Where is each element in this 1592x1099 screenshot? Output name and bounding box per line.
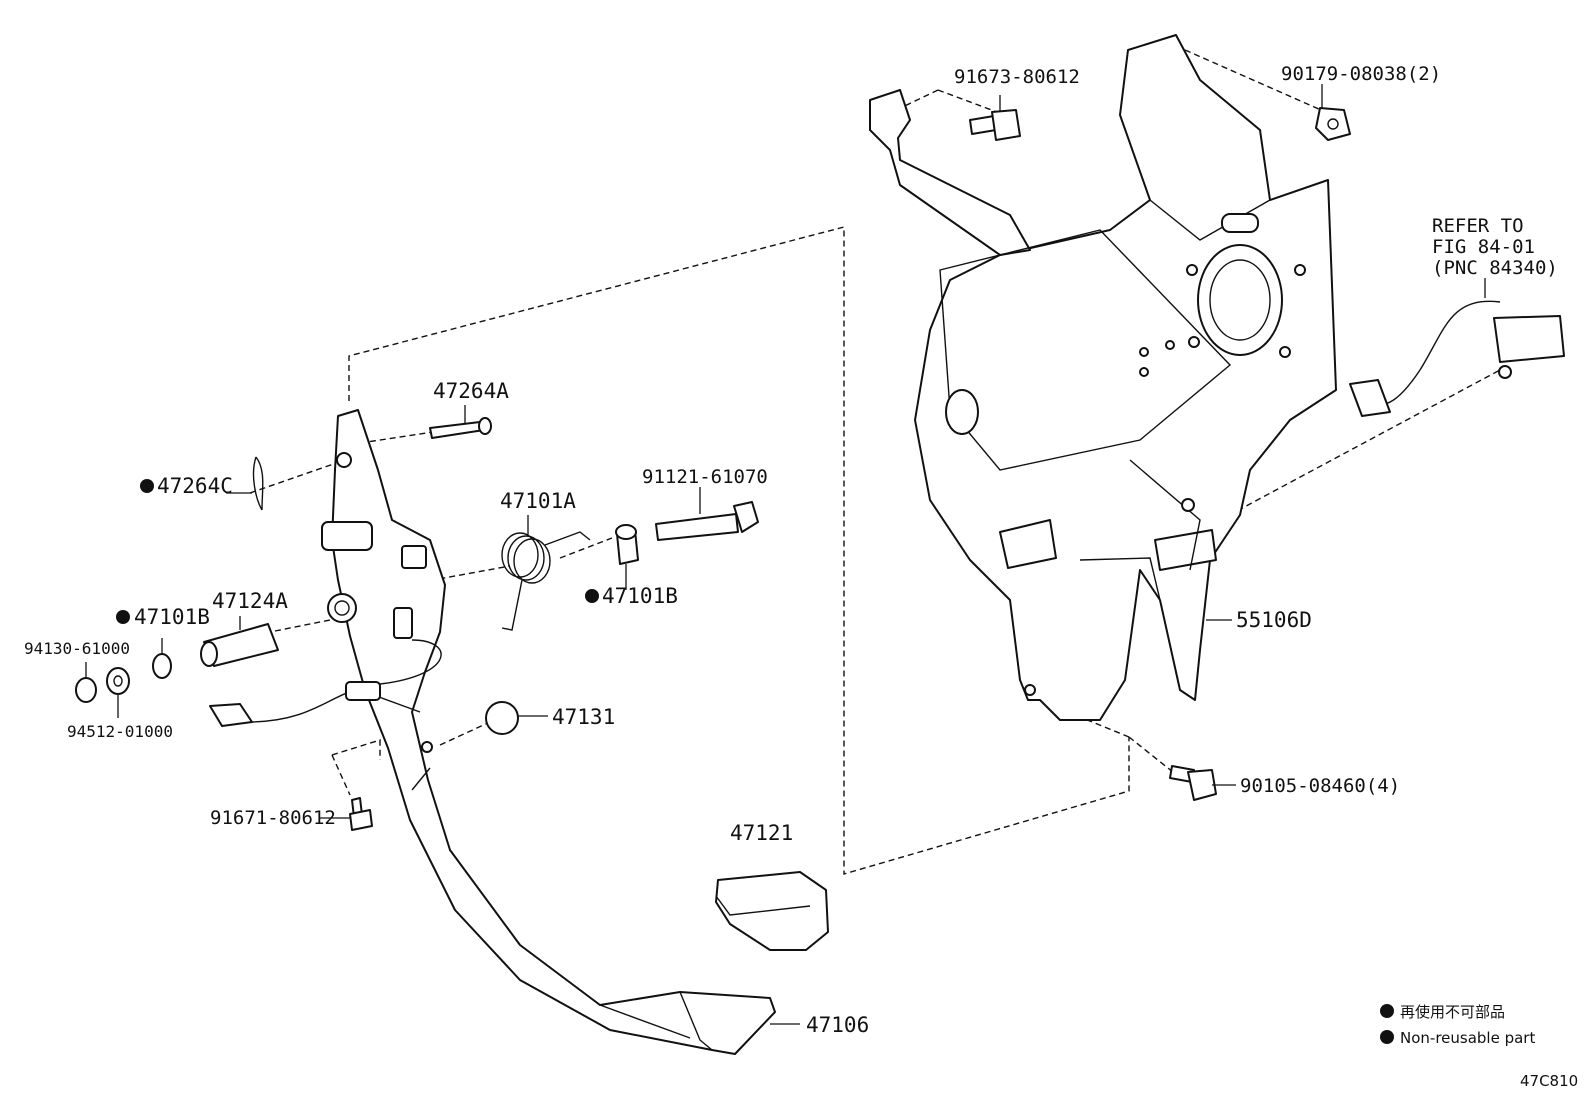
label-90179-08038: 90179-08038(2)	[1281, 63, 1441, 85]
label-91671-80612: 91671-80612	[210, 807, 336, 829]
bolt-91671-80612	[349, 797, 373, 831]
refer-line-2: FIG 84-01	[1432, 236, 1535, 258]
pedal-pad-47121	[715, 871, 829, 951]
washer-94512-01000	[106, 667, 130, 695]
bushing-47101B-left	[152, 653, 172, 679]
brake-pedal-arm	[321, 409, 776, 1055]
legend-text-en: Non-reusable part	[1400, 1029, 1535, 1047]
label-47101A: 47101A	[500, 489, 576, 513]
label-47101B-right: 47101B	[602, 584, 678, 608]
figure-code: 47C810	[1520, 1072, 1578, 1090]
non-reusable-marker	[116, 610, 130, 624]
nut-94130-61000	[75, 677, 97, 703]
label-47264C: 47264C	[157, 474, 233, 498]
non-reusable-marker	[585, 589, 599, 603]
assembly-dashed-guides	[249, 49, 1501, 875]
label-47264A: 47264A	[433, 379, 509, 403]
part-labels: 47264C 47264A 47101A 91121-61070 47101B …	[24, 63, 1558, 1037]
pedal-bracket-55106D	[869, 34, 1337, 721]
label-47124A: 47124A	[212, 589, 288, 613]
refer-line-1: REFER TO	[1432, 215, 1524, 237]
legend-marker-jp	[1380, 1004, 1394, 1018]
stop-light-switch-harness	[209, 639, 442, 727]
stopper-47131	[485, 701, 519, 735]
leader-lines	[85, 84, 1486, 1025]
stop-light-switch-connector	[1349, 300, 1565, 417]
label-91121-61070: 91121-61070	[642, 466, 768, 488]
non-reusable-marker	[140, 479, 154, 493]
label-47106: 47106	[806, 1013, 869, 1037]
label-90105-08460: 90105-08460(4)	[1240, 775, 1400, 797]
bolt-90105-08460	[1169, 765, 1217, 801]
bolt-91121-61070	[655, 501, 759, 541]
nut-90179-08038	[1315, 107, 1351, 141]
label-94512-01000: 94512-01000	[67, 722, 173, 741]
legend-text-jp: 再使用不可部品	[1400, 1003, 1505, 1021]
label-55106D: 55106D	[1236, 608, 1312, 632]
collar-47124A	[200, 623, 279, 667]
label-47121: 47121	[730, 821, 793, 845]
clip-47264C	[252, 456, 264, 511]
return-spring-47101A	[501, 531, 591, 631]
label-91673-80612: 91673-80612	[954, 66, 1080, 88]
legend: 再使用不可部品 Non-reusable part	[1380, 1003, 1535, 1047]
bushing-47101B-right	[615, 524, 639, 565]
pin-47264A	[429, 417, 492, 439]
label-94130-61000: 94130-61000	[24, 639, 130, 658]
refer-line-3: (PNC 84340)	[1432, 257, 1558, 279]
bolt-91673-80612	[969, 109, 1021, 141]
label-47101B-left: 47101B	[134, 605, 210, 629]
label-47131: 47131	[552, 705, 615, 729]
legend-marker-en	[1380, 1030, 1394, 1044]
